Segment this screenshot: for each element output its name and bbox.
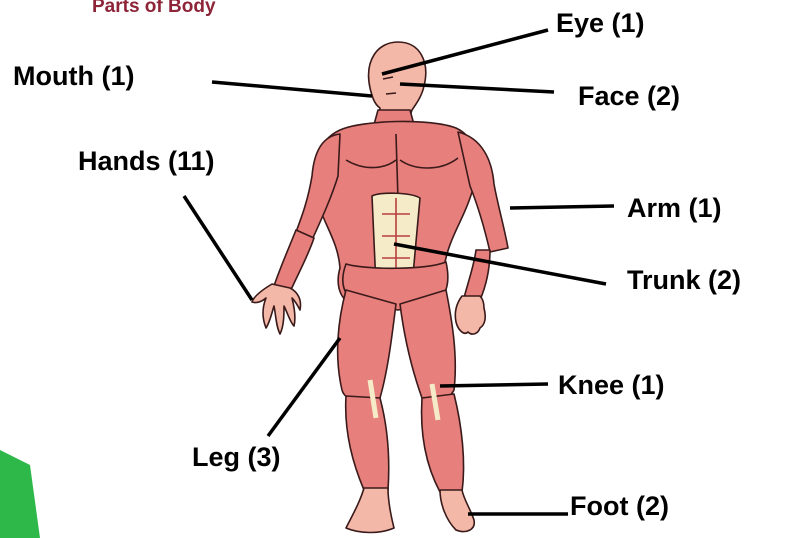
leg-leader-line [268, 338, 340, 436]
mouth-leader-line [212, 82, 372, 96]
arm-leader-line [510, 206, 614, 208]
eye-label: Eye (1) [556, 10, 645, 37]
knee-label: Knee (1) [558, 372, 665, 399]
face-label: Face (2) [578, 83, 680, 110]
green-corner-accent [0, 450, 40, 538]
right-hand [455, 296, 485, 334]
mouth-label: Mouth (1) [13, 63, 134, 90]
left-shin [346, 396, 389, 490]
hands-label: Hands (11) [78, 148, 215, 175]
trunk-label: Trunk (2) [627, 267, 741, 294]
left-hand [252, 284, 301, 334]
arm-label: Arm (1) [627, 195, 722, 222]
left-forearm [274, 230, 314, 292]
right-foot [440, 490, 474, 532]
left-thigh [338, 290, 396, 402]
leg-label: Leg (3) [192, 444, 281, 471]
hands-leader-line [184, 196, 252, 300]
knee-leader-line [440, 384, 548, 386]
foot-label: Foot (2) [570, 493, 669, 520]
left-foot [346, 488, 394, 533]
human-figure [252, 42, 508, 533]
right-shin [422, 394, 464, 492]
diagram-title: Parts of Body [92, 0, 216, 16]
